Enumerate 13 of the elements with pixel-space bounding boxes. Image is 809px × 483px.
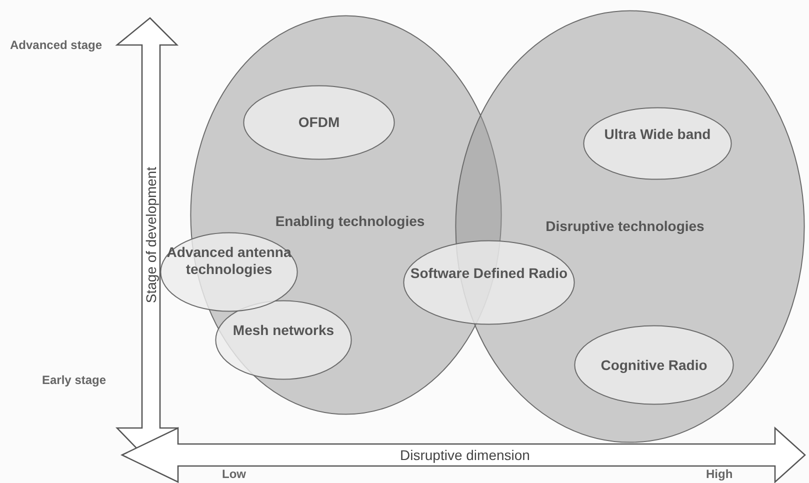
technology-label: Ultra Wide band	[603, 126, 712, 143]
technology-label: OFDM	[297, 114, 341, 131]
set-title: Enabling technologies	[274, 213, 426, 230]
axis-end-label: Advanced stage	[10, 38, 102, 52]
axis-title: Disruptive dimension	[400, 447, 530, 463]
axis-end-label: High	[706, 467, 733, 481]
axis-title: Stage of development	[143, 166, 160, 304]
technology-label: Cognitive Radio	[600, 357, 708, 374]
technology-label: Mesh networks	[232, 322, 336, 339]
technology-label: Software Defined Radio	[409, 265, 569, 282]
axis-end-label: Low	[222, 467, 246, 481]
axis-end-label: Early stage	[42, 373, 106, 387]
set-title: Disruptive technologies	[544, 218, 706, 235]
